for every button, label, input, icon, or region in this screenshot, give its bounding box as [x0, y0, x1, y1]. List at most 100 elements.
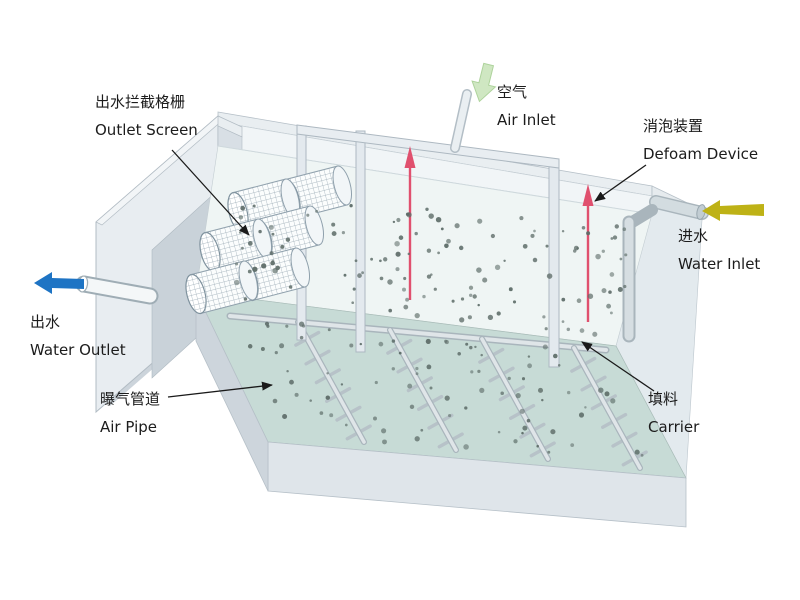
carrier-dot — [234, 279, 240, 286]
carrier-dot — [521, 377, 526, 381]
carrier-dot — [241, 246, 244, 250]
carrier-dot — [388, 308, 393, 313]
label-water-inlet-en: Water Inlet — [678, 255, 761, 273]
carrier-dot — [464, 406, 468, 410]
carrier-dot — [275, 265, 281, 271]
carrier-dot — [440, 227, 444, 231]
carrier-dot — [547, 450, 551, 454]
carrier-dot — [469, 293, 473, 297]
carrier-dot — [391, 339, 396, 343]
carrier-dot — [457, 352, 461, 356]
outlet-screen-drum — [251, 205, 325, 260]
carrier-dot — [619, 257, 623, 261]
carrier-dot — [420, 428, 424, 432]
carrier-dot — [536, 444, 539, 448]
carrier-dot — [396, 217, 401, 223]
carrier-dot — [243, 297, 248, 301]
carrier-dot — [519, 216, 524, 221]
carrier-dot — [587, 293, 594, 299]
carrier-dot — [422, 294, 426, 299]
carrier-dot — [403, 304, 409, 310]
carrier-dot — [279, 343, 285, 349]
carrier-dot — [521, 431, 524, 435]
carrier-dot — [480, 353, 483, 357]
air-pipe-lateral — [480, 337, 550, 461]
carrier-dot — [414, 312, 420, 319]
carrier-dot — [622, 227, 627, 232]
carrier-dot — [606, 303, 612, 309]
carrier-dot — [465, 342, 469, 346]
label-water-inlet-zh: 进水 — [678, 227, 709, 245]
carrier-dot — [394, 240, 400, 247]
carrier-dot — [426, 274, 432, 279]
carrier-dot — [415, 366, 419, 371]
carrier-dot — [403, 276, 407, 281]
carrier-dot — [609, 272, 615, 277]
label-air-inlet-zh: 空气 — [497, 83, 528, 101]
carrier-dot — [533, 229, 536, 233]
carrier-dot — [374, 380, 378, 385]
carrier-dot — [327, 328, 331, 332]
carrier-dot — [247, 344, 253, 349]
carrier-dot — [532, 257, 538, 263]
label-carrier-zh: 填料 — [648, 390, 679, 408]
carrier-dot — [497, 430, 501, 434]
carrier-dot — [572, 249, 577, 253]
air-pipe-leader — [167, 381, 273, 398]
label-defoam-device-en: Defoam Device — [643, 145, 759, 163]
carrier-dot — [299, 335, 304, 340]
carrier-dot — [512, 300, 517, 304]
carrier-dot — [451, 299, 455, 303]
carrier-dot — [240, 205, 246, 211]
carrier-dot — [402, 287, 406, 292]
carrier-dot — [446, 238, 451, 244]
carrier-dot — [623, 284, 627, 289]
carrier-dot — [247, 241, 253, 246]
label-outlet-screen-zh: 出水拦截格栅 — [95, 93, 186, 111]
carrier-dot — [340, 383, 344, 386]
label-carrier-en: Carrier — [648, 418, 700, 436]
label-air-pipe-en: Air Pipe — [100, 418, 157, 436]
air-inlet-arrow-icon — [471, 62, 497, 103]
carrier-dot — [268, 224, 274, 230]
carrier-dot — [467, 315, 472, 320]
label-outlet-screen-en: Outlet Screen — [95, 121, 198, 139]
carrier-dot — [557, 364, 561, 367]
carrier-dot — [261, 263, 267, 269]
carrier-dot — [272, 398, 278, 404]
carrier-dot — [326, 372, 329, 375]
carrier-dot — [406, 212, 412, 218]
carrier-dot — [407, 383, 413, 389]
carrier-dot — [561, 297, 566, 302]
carrier-dot — [515, 392, 521, 399]
carrier-dot — [381, 428, 387, 434]
carrier-dot — [522, 243, 528, 249]
carrier-dot — [395, 267, 400, 272]
carrier-dot — [601, 249, 605, 253]
carrier-dot — [344, 423, 348, 427]
carrier-dot — [264, 321, 270, 326]
carrier-dot — [634, 449, 640, 455]
carrier-dot — [570, 443, 575, 447]
carrier-dot — [341, 231, 345, 235]
carrier-dot — [586, 231, 591, 236]
carrier-dot — [414, 436, 420, 442]
carrier-dot — [507, 376, 511, 381]
carrier-dot — [546, 273, 553, 279]
carrier-dot — [398, 351, 402, 355]
carrier-dot — [503, 259, 506, 263]
carrier-dot — [579, 328, 585, 333]
carrier-dot — [477, 218, 483, 224]
carrier-dot — [428, 213, 434, 219]
carrier-dot — [576, 298, 582, 304]
carrier-dot — [238, 215, 244, 220]
carrier-dot — [476, 267, 482, 273]
air-pipe-header-inner — [228, 314, 608, 352]
carrier-dot — [352, 287, 356, 291]
carrier-dot — [537, 387, 544, 393]
carrier-dot — [550, 429, 556, 435]
carrier-dot — [414, 231, 418, 236]
carrier-dot — [470, 370, 474, 374]
carrier-dot — [496, 311, 501, 316]
